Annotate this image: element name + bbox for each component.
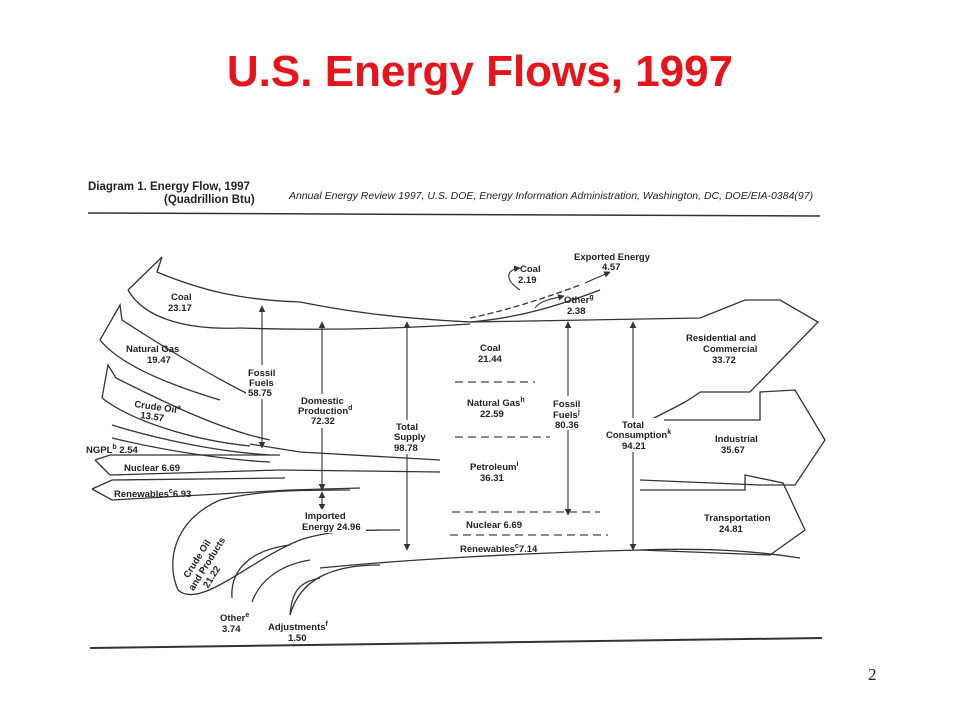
value-other-export: 2.38: [567, 306, 586, 317]
value-natural-gas-input: 19.47: [147, 355, 171, 366]
label-total-consumption: Total Consumptionk 94.21: [606, 418, 671, 452]
label-coal-input: Coal: [171, 292, 192, 303]
label-fossil-fuels-cons: Fossil Fuelsj 80.36: [550, 396, 584, 431]
export-flows: [469, 265, 611, 323]
citation-text: Annual Energy Review 1997, U.S. DOE, Ene…: [288, 190, 813, 202]
svg-text:Total: Total: [622, 420, 644, 431]
svg-text:Imported: Imported: [305, 511, 346, 522]
svg-text:98.78: 98.78: [394, 443, 418, 454]
footer-rule: [89, 637, 823, 649]
svg-text:80.36: 80.36: [555, 420, 579, 431]
label-renewables-cons: Renewablesc7.14: [460, 543, 538, 555]
svg-text:Industrial: Industrial: [715, 434, 758, 445]
svg-text:Residential and: Residential and: [686, 333, 756, 344]
svg-text:33.72: 33.72: [712, 355, 736, 366]
value-petroleum-cons: 36.31: [480, 473, 504, 484]
value-other-imports: 3.74: [222, 624, 241, 635]
label-nuclear-input: Nuclear 6.69: [124, 463, 180, 474]
svg-text:Fuels: Fuels: [249, 378, 274, 389]
label-adjustments: Adjustmentsf: [268, 621, 329, 633]
svg-text:Transportation: Transportation: [704, 513, 771, 524]
diagram-header-title: Diagram 1. Energy Flow, 1997: [88, 181, 250, 193]
svg-text:Productiond: Productiond: [298, 405, 352, 417]
slide-title: U.S. Energy Flows, 1997: [226, 47, 734, 96]
svg-text:Consumptionk: Consumptionk: [606, 429, 671, 441]
sector-flows: [469, 299, 826, 556]
label-fossil-fuels-prod: Fossil Fuels 58.75: [246, 365, 278, 399]
svg-text:94.21: 94.21: [622, 441, 646, 452]
page-number: 2: [868, 665, 877, 684]
consumption-mix-separators: [450, 381, 608, 536]
label-exported-energy: Exported Energy: [574, 252, 651, 263]
label-residential-commercial: Residential and Commercial 33.72: [686, 333, 757, 366]
svg-text:Commercial: Commercial: [703, 344, 757, 355]
svg-text:Fuelsj: Fuelsj: [553, 409, 580, 421]
label-ngpl: NGPLb 2.54: [86, 444, 139, 456]
diagram-header-units: (Quadrillion Btu): [164, 194, 255, 206]
label-domestic-production: Domestic Productiond 72.32: [298, 394, 352, 428]
value-natural-gas-cons: 22.59: [480, 409, 504, 420]
svg-text:Total: Total: [396, 422, 418, 433]
label-total-supply: Total Supply 98.78: [392, 420, 426, 454]
label-natural-gas-input: Natural Gas: [126, 344, 179, 355]
label-natural-gas-cons: Natural Gash: [467, 397, 525, 409]
svg-text:58.75: 58.75: [248, 388, 272, 399]
label-other-export: Otherg: [564, 294, 594, 306]
value-adjustments: 1.50: [288, 633, 307, 644]
label-renewables-input: Renewablesc6.93: [114, 488, 191, 500]
svg-text:Supply: Supply: [394, 432, 426, 443]
label-nuclear-cons: Nuclear 6.69: [466, 520, 522, 531]
label-industrial: Industrial 35.67: [715, 434, 758, 456]
header-rule-top: [87, 212, 821, 217]
svg-text:24.81: 24.81: [719, 524, 743, 535]
svg-text:35.67: 35.67: [721, 445, 745, 456]
label-other-imports: Othere: [220, 612, 249, 624]
svg-text:Fossil: Fossil: [553, 399, 580, 410]
svg-text:Domestic: Domestic: [301, 396, 344, 407]
svg-text:Energy 24.96: Energy 24.96: [302, 522, 361, 533]
label-coal-export: Coal: [520, 264, 541, 275]
value-exported-energy: 4.57: [602, 262, 621, 273]
svg-text:Fossil: Fossil: [248, 368, 275, 379]
value-crude-oil-input: 13.57: [140, 410, 165, 424]
label-petroleum-cons: Petroleumi: [470, 461, 518, 473]
label-imported-energy: Imported Energy 24.96: [300, 509, 366, 533]
value-coal-cons: 21.44: [478, 354, 502, 365]
svg-text:72.32: 72.32: [311, 416, 335, 427]
label-coal-cons: Coal: [480, 343, 501, 354]
label-transportation: Transportation 24.81: [704, 513, 771, 535]
value-coal-input: 23.17: [168, 303, 192, 314]
value-coal-export: 2.19: [518, 275, 537, 286]
label-crude-oil-products: Crude Oil and Products 21.22: [182, 536, 229, 593]
